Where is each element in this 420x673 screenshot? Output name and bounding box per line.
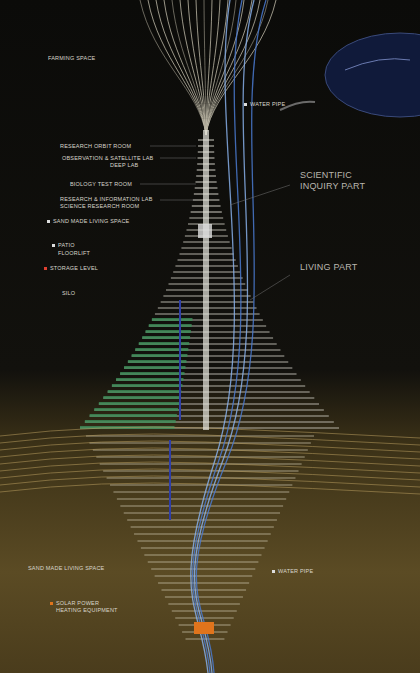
- part-label: DEEP LAB: [110, 162, 138, 168]
- cable: [204, 0, 206, 135]
- planet: [325, 33, 420, 117]
- pipe: [194, 0, 254, 673]
- part-label: SOLAR POWER: [56, 600, 99, 606]
- green-floor: [94, 408, 178, 411]
- pipe: [169, 440, 171, 520]
- cable: [140, 0, 206, 135]
- floor-line: [89, 443, 310, 444]
- floor-line: [113, 492, 289, 493]
- cable: [196, 0, 206, 135]
- cable: [188, 0, 206, 135]
- floor-line: [103, 471, 298, 472]
- section-heading: SCIENTIFIC INQUIRY PART: [300, 170, 380, 192]
- part-label: WATER PIPE: [250, 101, 285, 107]
- green-floor: [120, 372, 184, 375]
- part-label: RESEARCH & INFORMATION LAB: [60, 196, 153, 202]
- floor-line: [96, 457, 304, 458]
- green-floor: [108, 390, 182, 393]
- floor-line: [141, 548, 265, 549]
- green-floor: [112, 384, 183, 387]
- green-floor: [149, 324, 192, 327]
- stratum-line: [0, 455, 420, 466]
- green-floor: [99, 402, 179, 405]
- part-label: SILO: [62, 290, 75, 296]
- stratum-line: [0, 427, 420, 438]
- part-label: RESEARCH ORBIT ROOM: [60, 143, 131, 149]
- leader-lines: [140, 146, 290, 300]
- floor-line: [186, 639, 225, 640]
- pipe: [196, 0, 266, 673]
- green-floor: [146, 330, 191, 333]
- part-label: SAND MADE LIVING SPACE: [28, 565, 104, 571]
- floor-plates: [80, 140, 339, 639]
- floor-line: [148, 562, 259, 563]
- floor-line: [175, 618, 233, 619]
- green-floor: [103, 396, 180, 399]
- funnel-cables: [140, 0, 276, 135]
- cable: [206, 0, 268, 135]
- floor-line: [137, 541, 267, 542]
- green-floor: [116, 378, 183, 381]
- part-label: WATER PIPE: [278, 568, 313, 574]
- cable: [206, 0, 276, 135]
- floor-line: [158, 583, 249, 584]
- stratum-line: [0, 441, 420, 452]
- orbit-line: [345, 59, 410, 70]
- part-label: BIOLOGY TEST ROOM: [70, 181, 132, 187]
- stratum-line: [0, 434, 420, 445]
- cable: [148, 0, 206, 135]
- pipe: [193, 0, 242, 673]
- part-label: OBSERVATION & SATELLITE LAB: [62, 155, 154, 161]
- floor-line: [127, 520, 277, 521]
- green-floor: [128, 360, 187, 363]
- green-floor: [124, 366, 185, 369]
- floor-line: [151, 569, 255, 570]
- floor-line: [168, 604, 240, 605]
- floor-line: [165, 597, 243, 598]
- part-label: HEATING EQUIPMENT: [56, 607, 118, 613]
- floor-line: [172, 611, 237, 612]
- cable: [156, 0, 206, 135]
- floor-line: [100, 464, 302, 465]
- part-label: FLOORLIFT: [58, 250, 90, 256]
- pipe: [191, 0, 235, 673]
- stratum-line: [0, 448, 420, 459]
- part-label: STORAGE LEVEL: [50, 265, 98, 271]
- core-shaft: [203, 130, 209, 430]
- floor-line: [86, 436, 314, 437]
- part-label: FARMING SPACE: [48, 55, 95, 61]
- stratum-line: [0, 462, 420, 473]
- green-floor: [152, 318, 193, 321]
- part-label: SCIENCE RESEARCH ROOM: [60, 203, 139, 209]
- floor-line: [161, 590, 246, 591]
- green-floor: [139, 342, 189, 345]
- green-floor: [142, 336, 190, 339]
- section-heading: LIVING PART: [300, 262, 380, 273]
- floor-line: [110, 485, 292, 486]
- cable: [180, 0, 206, 135]
- part-label: PATIO: [58, 242, 75, 248]
- floor-line: [107, 478, 296, 479]
- floor-line: [117, 499, 286, 500]
- water-pipes: [170, 0, 266, 673]
- core-module: [198, 224, 212, 238]
- green-floor: [90, 414, 177, 417]
- pipe: [179, 300, 181, 420]
- ground-strata: [0, 427, 420, 494]
- label-bullets: [44, 103, 275, 605]
- floor-line: [144, 555, 261, 556]
- floor-line: [155, 576, 253, 577]
- cable: [206, 0, 252, 135]
- cable: [164, 0, 206, 135]
- part-label: SAND MADE LIVING SPACE: [53, 218, 129, 224]
- cable: [172, 0, 206, 135]
- solar-equipment: [194, 622, 214, 634]
- floor-line: [93, 450, 308, 451]
- green-floor: [85, 420, 176, 423]
